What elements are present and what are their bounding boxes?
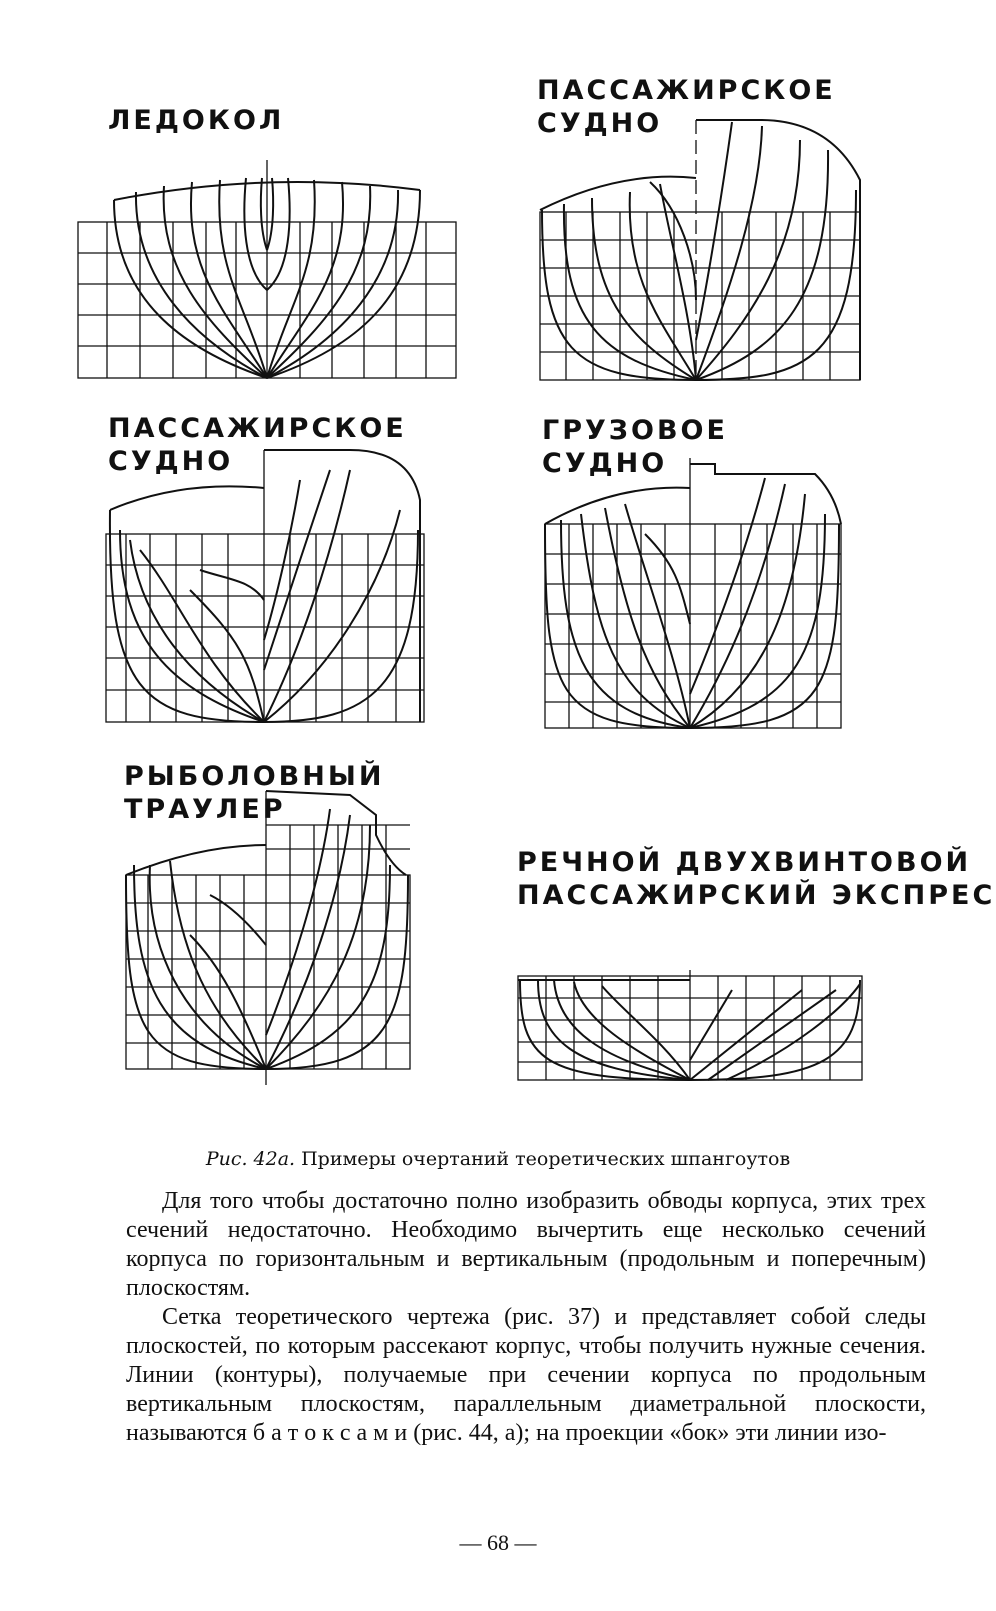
cargo-ship-body-plan [544, 458, 842, 729]
paragraph-2: Сетка теоретического чертежа (рис. 37) и… [126, 1304, 926, 1446]
caption-prefix: Рис. 42а. [205, 1148, 296, 1170]
body-text: Для того чтобы достаточно полно изобрази… [126, 1187, 926, 1448]
icebreaker-body-plan [77, 160, 457, 379]
label-passenger-ship-2: ПАССАЖИРСКОЕ СУДНО [108, 413, 407, 477]
passenger-ship-2-body-plan [105, 449, 425, 723]
figure-caption: Рис. 42а.Примеры очертаний теоретических… [0, 1148, 996, 1170]
trawler-body-plan [125, 790, 411, 1085]
label-cargo-ship: ГРУЗОВОЕ СУДНО [542, 415, 728, 479]
label-passenger-ship-1: ПАССАЖИРСКОЕ СУДНО [537, 75, 836, 139]
label-trawler: РЫБОЛОВНЫЙ ТРАУЛЕР [124, 761, 385, 825]
caption-text: Примеры очертаний теоретических шпангоут… [301, 1148, 791, 1170]
passenger-ship-1-body-plan [539, 119, 861, 381]
page-number: — 68 — [459, 1530, 537, 1555]
label-icebreaker: ЛЕДОКОЛ [108, 105, 285, 136]
paragraph-1: Для того чтобы достаточно полно изобрази… [126, 1188, 926, 1301]
label-river-express: РЕЧНОЙ ДВУХВИНТОВОЙ ПАССАЖИРСКИЙ ЭКСПРЕС… [517, 847, 996, 911]
river-express-body-plan [517, 970, 863, 1081]
